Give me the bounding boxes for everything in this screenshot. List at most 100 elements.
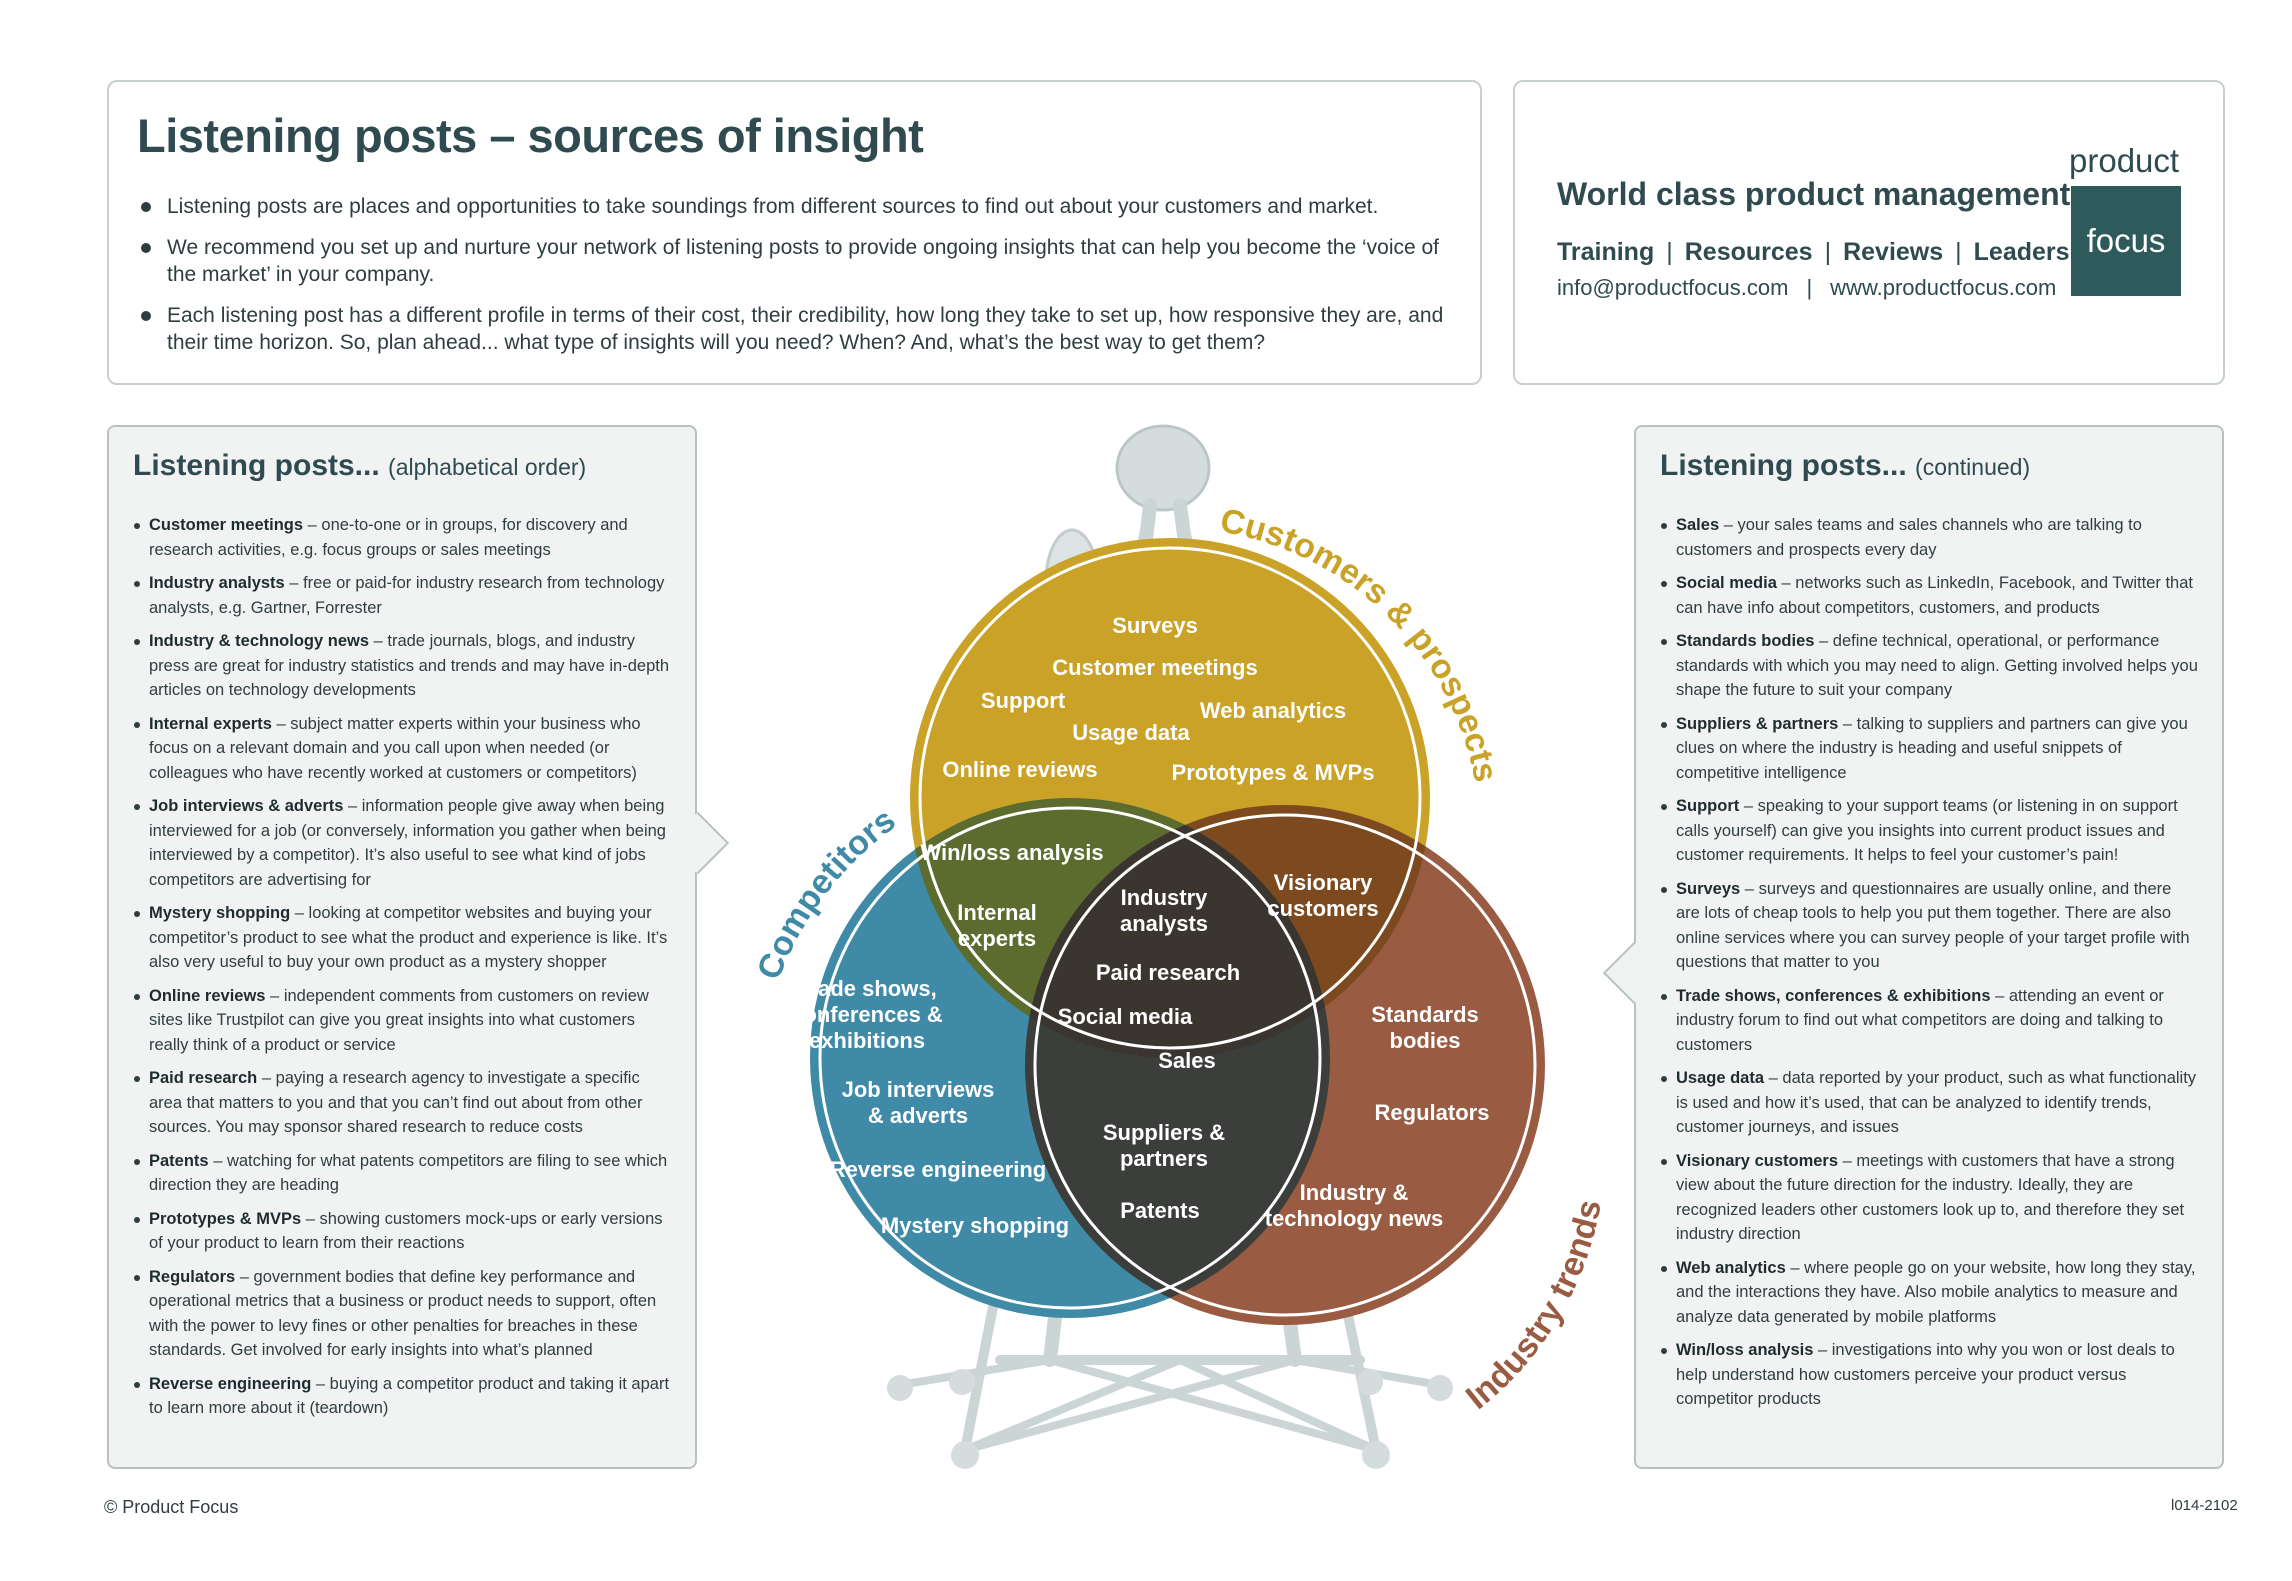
website-link[interactable]: www.productfocus.com xyxy=(1830,275,2057,300)
listening-post-term: Job interviews & adverts xyxy=(149,797,344,815)
listening-post-term: Patents xyxy=(149,1151,209,1170)
listening-post-term: Support xyxy=(1676,797,1740,815)
listening-post-item: Web analytics – where people go on your … xyxy=(1660,1256,2198,1330)
listening-post-item: Industry & technology news – trade journ… xyxy=(133,629,671,703)
listening-post-term: Visionary customers xyxy=(1676,1151,1839,1170)
region-label: Surveys xyxy=(1112,613,1198,638)
left-panel-title: Listening posts... (alphabetical order) xyxy=(133,449,671,483)
listening-post-item: Online reviews – independent comments fr… xyxy=(133,984,671,1058)
listening-post-item: Mystery shopping – looking at competitor… xyxy=(133,901,671,975)
brand-card: World class product management Training|… xyxy=(1513,80,2225,385)
region-label: Paid research xyxy=(1096,960,1240,985)
listening-post-description: – where people go on your website, how l… xyxy=(1676,1258,2196,1326)
listening-post-item: Visionary customers – meetings with cust… xyxy=(1660,1149,2198,1247)
listening-post-item: Customer meetings – one-to-one or in gro… xyxy=(133,513,671,562)
region-label: Trade shows,conferences &exhibitions xyxy=(791,976,943,1053)
brand-links: Training|Resources|Reviews|Leadership xyxy=(1557,238,2108,266)
listening-post-description: – your sales teams and sales channels wh… xyxy=(1676,516,2142,559)
right-panel: Listening posts... (continued) Sales – y… xyxy=(1634,425,2224,1469)
brand-tagline: World class product management xyxy=(1557,176,2071,212)
listening-post-description: – data reported by your product, such as… xyxy=(1676,1069,2197,1136)
listening-post-description: – surveys and questionnaires are usually… xyxy=(1676,879,2190,972)
link-reviews[interactable]: Reviews xyxy=(1843,238,1944,266)
region-label: Patents xyxy=(1120,1198,1199,1223)
intro-bullet: We recommend you set up and nurture your… xyxy=(137,234,1452,288)
listening-post-term: Usage data xyxy=(1676,1069,1765,1087)
link-training[interactable]: Training xyxy=(1557,238,1655,266)
listening-post-description: – information people give away when bein… xyxy=(149,797,666,889)
intro-bullet: Each listening post has a different prof… xyxy=(137,302,1452,356)
listening-post-term: Standards bodies xyxy=(1676,632,1815,650)
listening-post-item: Patents – watching for what patents comp… xyxy=(133,1149,671,1198)
venn-diagram: Customers & prospects Competitors Indust… xyxy=(750,424,1609,1469)
listening-post-item: Regulators – government bodies that defi… xyxy=(133,1265,671,1363)
intro-bullets: Listening posts are places and opportuni… xyxy=(137,193,1452,356)
region-label: Suppliers &partners xyxy=(1103,1120,1225,1171)
region-label: Web analytics xyxy=(1200,698,1346,723)
listening-post-description: – attending an event or industry forum t… xyxy=(1676,986,2164,1054)
listening-post-description: – investigations into why you won or los… xyxy=(1676,1341,2175,1408)
listening-post-item: Social media – networks such as LinkedIn… xyxy=(1660,571,2198,620)
listening-post-description: – talking to suppliers and partners can … xyxy=(1676,714,2188,782)
listening-post-term: Mystery shopping xyxy=(149,904,291,922)
listening-post-description: – subject matter experts within your bus… xyxy=(149,714,641,782)
link-resources[interactable]: Resources xyxy=(1684,238,1813,266)
listening-post-description: – one-to-one or in groups, for discovery… xyxy=(149,516,628,559)
listening-post-item: Suppliers & partners – talking to suppli… xyxy=(1660,712,2198,786)
listening-post-item: Sales – your sales teams and sales chann… xyxy=(1660,513,2198,562)
listening-post-item: Usage data – data reported by your produ… xyxy=(1660,1066,2198,1140)
listening-post-item: Win/loss analysis – investigations into … xyxy=(1660,1338,2198,1412)
listening-post-item: Support – speaking to your support teams… xyxy=(1660,794,2198,868)
region-label: Job interviews& adverts xyxy=(842,1077,995,1128)
region-label: Industry &technology news xyxy=(1265,1180,1443,1231)
listening-post-description: – speaking to your support teams (or lis… xyxy=(1676,797,2178,864)
region-label: Online reviews xyxy=(942,757,1097,782)
region-label: Social media xyxy=(1058,1004,1193,1029)
listening-post-term: Trade shows, conferences & exhibitions xyxy=(1676,986,1991,1005)
listening-post-term: Win/loss analysis xyxy=(1676,1341,1814,1359)
listening-post-description: – meetings with customers that have a st… xyxy=(1676,1151,2185,1244)
listening-post-item: Industry analysts – free or paid-for ind… xyxy=(133,571,671,620)
region-label: Reverse engineering xyxy=(830,1157,1046,1182)
left-panel-subtitle: (alphabetical order) xyxy=(388,454,587,480)
listening-post-term: Social media xyxy=(1676,574,1777,592)
brand-contact: info@productfocus.com|www.productfocus.c… xyxy=(1557,275,2057,300)
left-panel-title-text: Listening posts... xyxy=(133,449,380,482)
left-panel: Listening posts... (alphabetical order) … xyxy=(107,425,697,1469)
listening-post-term: Sales xyxy=(1676,516,1720,534)
document-id: l014-2102 xyxy=(2171,1497,2238,1514)
listening-post-term: Paid research xyxy=(149,1069,258,1087)
listening-post-item: Internal experts – subject matter expert… xyxy=(133,712,671,786)
listening-post-term: Reverse engineering xyxy=(149,1374,312,1393)
listening-post-term: Suppliers & partners xyxy=(1676,714,1839,733)
logo-text-product: product xyxy=(2069,142,2180,179)
listening-post-item: Prototypes & MVPs – showing customers mo… xyxy=(133,1207,671,1256)
listening-post-description: – looking at competitor websites and buy… xyxy=(149,904,668,971)
region-label: Sales xyxy=(1158,1048,1216,1073)
right-panel-title-text: Listening posts... xyxy=(1660,449,1907,482)
region-label: Usage data xyxy=(1072,720,1190,745)
intro-bullet: Listening posts are places and opportuni… xyxy=(137,193,1452,220)
listening-post-description: – buying a competitor product and taking… xyxy=(149,1374,670,1418)
listening-post-term: Online reviews xyxy=(149,986,266,1005)
copyright: © Product Focus xyxy=(104,1497,239,1517)
listening-post-term: Prototypes & MVPs xyxy=(149,1209,302,1228)
listening-post-term: Internal experts xyxy=(149,714,272,733)
listening-post-term: Regulators xyxy=(149,1267,236,1286)
intro-card: Listening posts – sources of insight Lis… xyxy=(107,80,1482,385)
listening-post-description: – watching for what patents competitors … xyxy=(149,1151,668,1195)
right-panel-list: Sales – your sales teams and sales chann… xyxy=(1660,513,2198,1412)
region-label: Mystery shopping xyxy=(881,1213,1069,1238)
listening-post-description: – networks such as LinkedIn, Facebook, a… xyxy=(1676,574,2193,617)
logo-text-focus: focus xyxy=(2086,222,2166,259)
region-label: Regulators xyxy=(1375,1100,1490,1125)
left-panel-list: Customer meetings – one-to-one or in gro… xyxy=(133,513,671,1421)
listening-post-item: Surveys – surveys and questionnaires are… xyxy=(1660,877,2198,975)
listening-post-term: Surveys xyxy=(1676,879,1741,898)
email-link[interactable]: info@productfocus.com xyxy=(1557,275,1789,300)
right-panel-subtitle: (continued) xyxy=(1915,454,2031,480)
listening-post-description: – government bodies that define key perf… xyxy=(149,1267,657,1360)
region-label: Win/loss analysis xyxy=(920,840,1103,865)
